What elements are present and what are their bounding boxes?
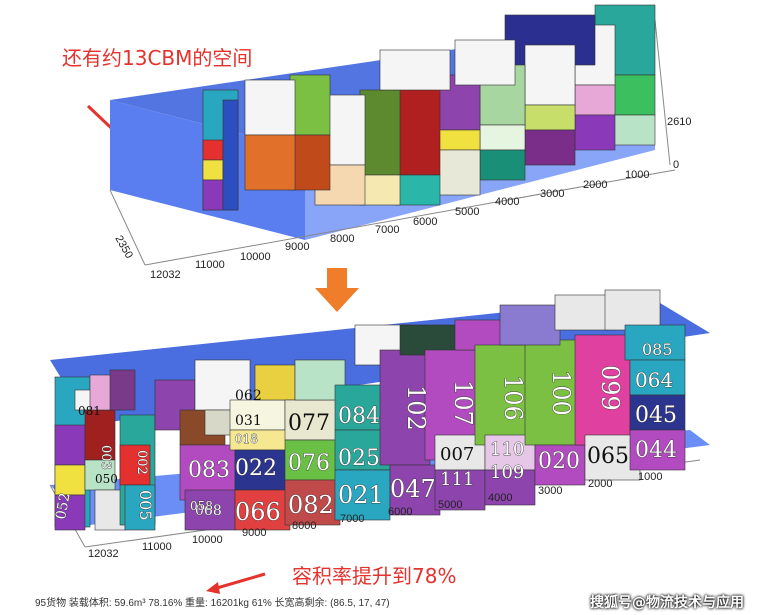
box-label-025: 025 (338, 446, 380, 471)
bottom-container-diagram: 081 062 031 018 003 050 002 052 005 068 … (49, 289, 710, 560)
top-x-tick-0: 12032 (150, 269, 181, 280)
box-label-005: 005 (136, 490, 155, 521)
bottom-cargo-stack: 081 062 031 018 003 050 002 052 005 068 … (53, 289, 686, 531)
box-label-031: 031 (235, 413, 262, 429)
box-label-044: 044 (635, 438, 677, 463)
stats-line: 95货物 装载体积: 59.6m³ 78.16% 重量: 16201kg 61%… (35, 598, 390, 609)
box-label-111: 111 (440, 469, 474, 490)
box-label-002: 002 (134, 450, 149, 475)
box-label-066: 066 (235, 498, 281, 526)
box-label-102: 102 (402, 385, 430, 431)
top-x-tick-3: 9000 (285, 241, 309, 253)
bottom-x-tick-9: 3000 (538, 485, 562, 497)
top-x-tick-10: 2000 (583, 179, 607, 191)
box-label-100: 100 (547, 370, 575, 416)
bottom-x-tick-5: 7000 (340, 513, 364, 525)
bottom-x-tick-6: 6000 (388, 506, 412, 518)
box-label-050: 050 (95, 472, 118, 486)
top-x-tick-5: 7000 (375, 224, 399, 236)
top-container-diagram: 12032 11000 10000 9000 8000 7000 6000 50… (109, 4, 691, 280)
box-label-065: 065 (587, 444, 629, 469)
bottom-x-tick-7: 5000 (438, 499, 462, 511)
top-y-label: 2350 (112, 234, 135, 261)
box-label-052: 052 (53, 492, 73, 521)
box-label-077: 077 (288, 411, 330, 436)
box-label-003: 003 (98, 445, 113, 470)
box-label-058: 058 (190, 499, 213, 513)
box-label-064: 064 (635, 368, 673, 392)
box-label-085: 085 (642, 340, 673, 359)
top-x-tick-8: 4000 (495, 196, 519, 208)
box-label-047: 047 (390, 475, 436, 503)
top-z-tick-0: 2610 (667, 116, 691, 128)
bottom-x-axis-ticks: 12032 11000 10000 9000 8000 7000 6000 50… (88, 471, 662, 560)
box-label-021: 021 (338, 481, 384, 509)
box-label-007: 007 (440, 444, 474, 465)
bottom-x-tick-4: 8000 (292, 520, 316, 532)
bottom-x-tick-0: 12032 (88, 548, 119, 560)
box-label-106: 106 (499, 375, 527, 421)
box-label-068: 068 (195, 503, 222, 519)
top-x-tick-2: 10000 (240, 251, 271, 263)
top-z-tick-1: 0 (673, 159, 679, 171)
bottom-x-tick-2: 10000 (192, 534, 223, 546)
red-pointer-arrow-icon (206, 572, 266, 594)
box-label-045: 045 (635, 403, 677, 428)
bottom-annotation: 容积率提升到78% (292, 564, 457, 588)
box-label-099: 099 (596, 365, 624, 411)
bottom-x-tick-8: 4000 (488, 492, 512, 504)
box-label-022: 022 (235, 456, 277, 481)
box-label-083: 083 (188, 458, 230, 483)
box-label-110: 110 (490, 439, 524, 460)
top-x-tick-11: 1000 (625, 169, 649, 181)
bottom-x-tick-11: 1000 (638, 471, 662, 483)
top-x-axis-ticks: 12032 11000 10000 9000 8000 7000 6000 50… (112, 116, 691, 280)
top-x-tick-7: 5000 (455, 206, 479, 218)
orange-down-arrow-icon (315, 268, 359, 312)
box-label-076: 076 (288, 451, 330, 476)
bottom-x-tick-10: 2000 (588, 478, 612, 490)
box-label-081: 081 (78, 404, 101, 418)
box-label-109: 109 (490, 462, 524, 483)
top-annotation: 还有约13CBM的空间 (62, 46, 253, 70)
top-x-tick-6: 6000 (413, 216, 437, 228)
top-cargo-stack (202, 4, 656, 211)
watermark: 搜狐号@物流技术与应用 (590, 595, 744, 611)
top-x-tick-9: 3000 (540, 188, 564, 200)
box-label-107: 107 (449, 380, 477, 426)
box-label-020: 020 (538, 449, 580, 474)
box-label-082: 082 (288, 491, 334, 519)
box-label-018: 018 (235, 432, 258, 446)
box-label-084: 084 (338, 404, 380, 429)
top-x-tick-4: 8000 (330, 233, 354, 245)
top-x-tick-1: 11000 (195, 259, 225, 271)
box-label-062: 062 (235, 388, 262, 404)
bottom-x-tick-3: 9000 (242, 527, 266, 539)
bottom-x-tick-1: 11000 (142, 541, 172, 553)
